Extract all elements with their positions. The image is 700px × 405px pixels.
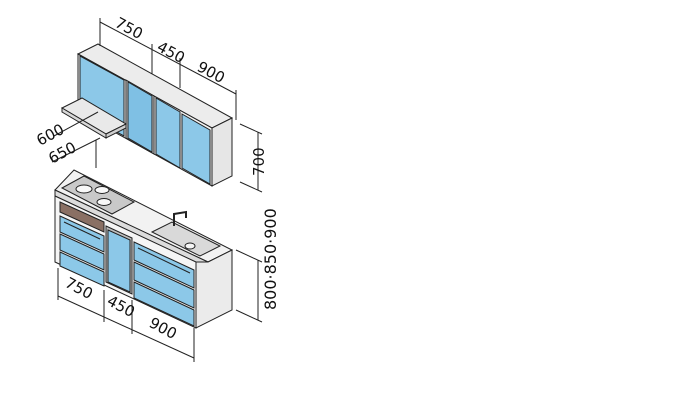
dim-wall-750: 750 — [112, 14, 146, 43]
wall-cabinet-side — [211, 117, 233, 187]
control-strip — [59, 201, 105, 233]
wall-door-mid — [127, 81, 153, 153]
burner-3 — [96, 198, 112, 206]
dimension-lines — [51, 18, 263, 362]
drawer-right-bottom — [133, 281, 195, 327]
burner-1 — [75, 184, 93, 194]
wall-door-right-b — [181, 113, 211, 185]
drawer-left-mid — [59, 233, 105, 271]
faucet-icon — [173, 210, 187, 226]
drawer-mid-door — [107, 229, 131, 293]
dim-wall-900: 900 — [194, 58, 228, 87]
drawer-left-bottom — [59, 251, 105, 287]
base-side-panel — [195, 249, 233, 329]
burner-2 — [94, 186, 110, 194]
drawer-right-mid — [133, 261, 195, 309]
sink-drain — [184, 242, 196, 250]
base-cabinets — [54, 169, 234, 329]
wall-cabinets — [76, 43, 234, 187]
dim-wall-height-700: 700 — [250, 147, 268, 176]
wall-door-right-a — [155, 97, 181, 169]
dim-counter-height: 800·850·900 — [261, 208, 280, 310]
dim-wall-450: 450 — [154, 38, 188, 67]
sink-basin — [150, 221, 222, 257]
range-hood-plate — [60, 97, 128, 139]
